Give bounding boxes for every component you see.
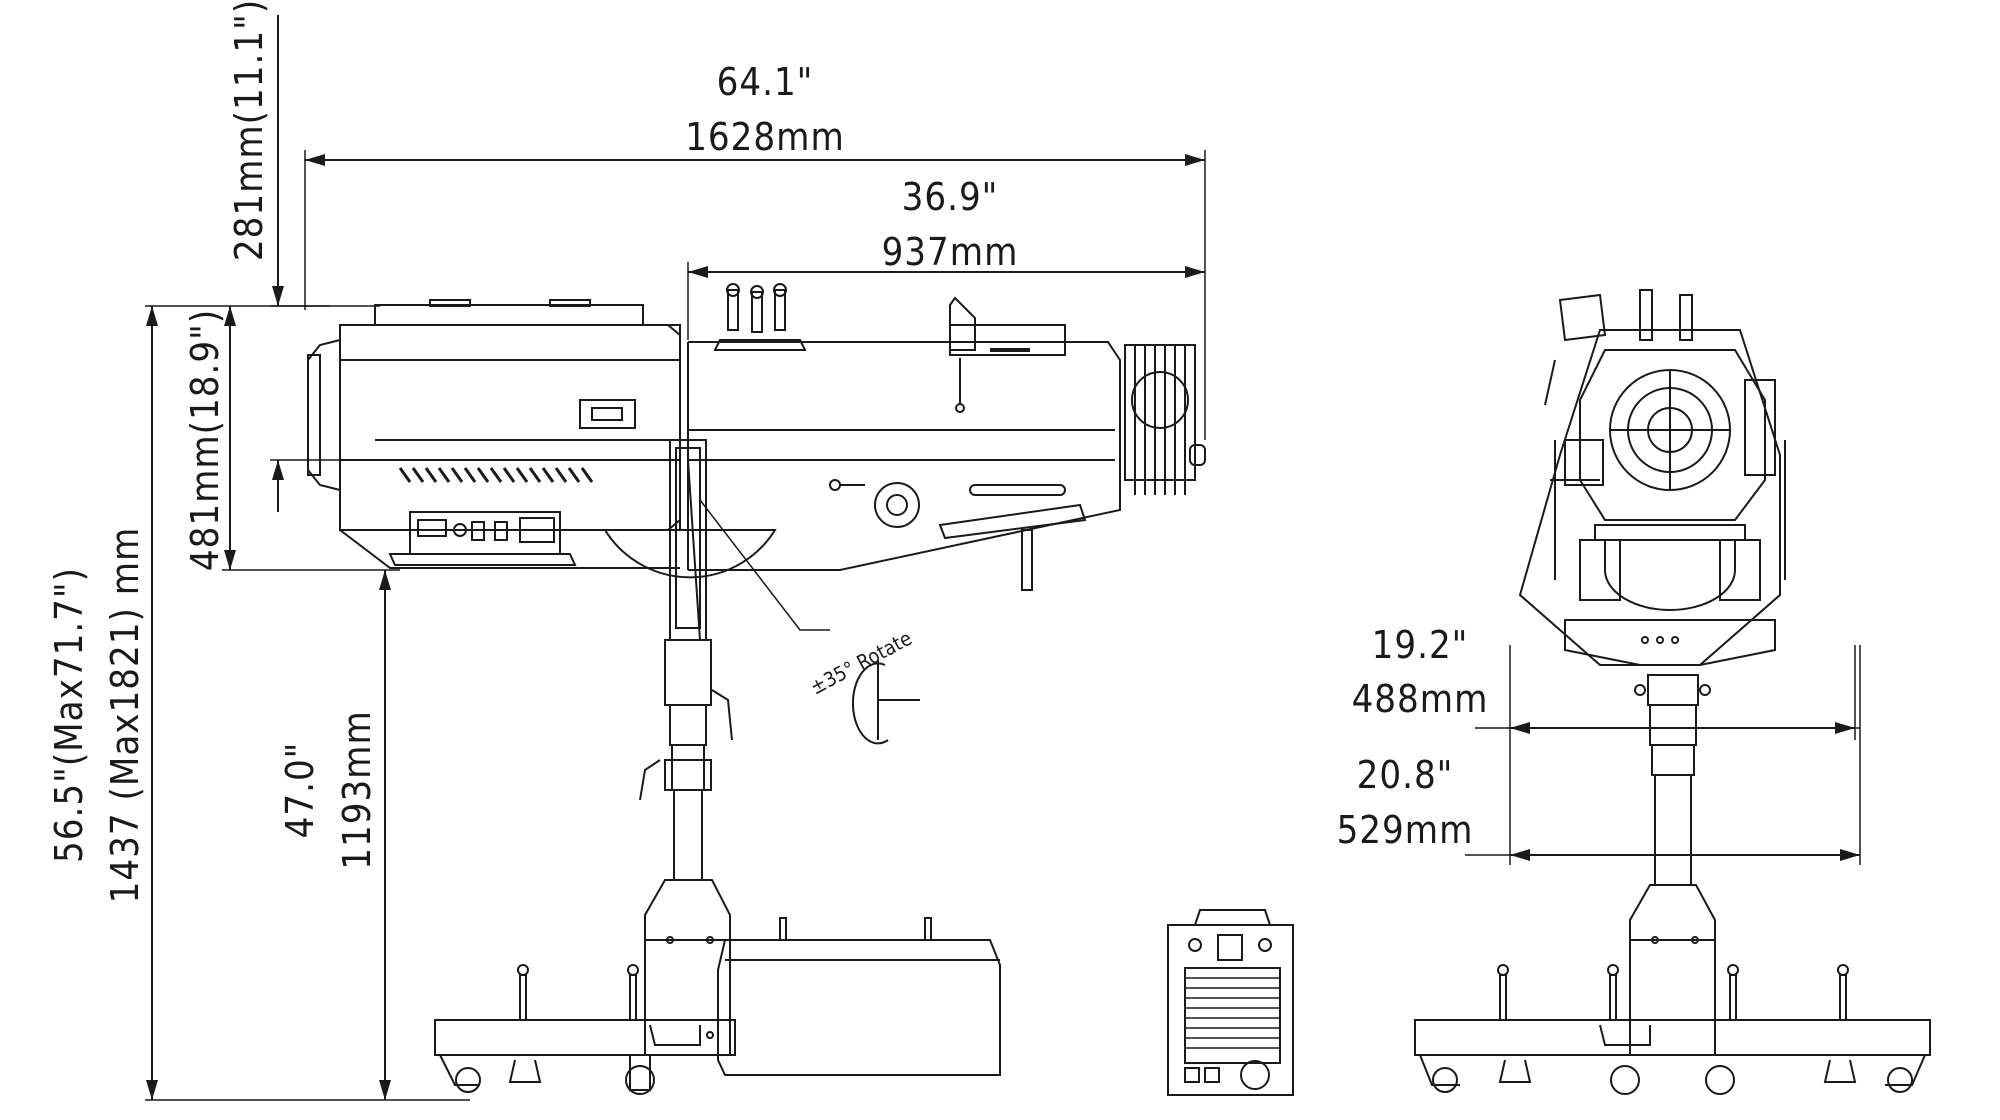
width-outer-inch: 20.8" (1357, 753, 1454, 797)
dimension-lines (145, 15, 1861, 1101)
width-inner-inch: 19.2" (1372, 623, 1469, 667)
front-length-mm: 937mm (882, 230, 1019, 274)
width-outer-mm: 529mm (1337, 808, 1474, 852)
rotate-label: ±35° Rotate (806, 626, 916, 700)
front-view-spotlight (1414, 289, 1931, 1095)
stand-height-mm: 1193mm (335, 710, 379, 870)
total-height-inch: 56.5"(Max71.7") (47, 567, 91, 863)
total-height-mm: 1437 (Max1821) mm (103, 527, 147, 904)
side-view-stand (434, 439, 1001, 1095)
overall-length-mm: 1628mm (685, 115, 845, 159)
ballast-unit (1167, 909, 1294, 1096)
top-offset-label: 281mm(11.1") (227, 0, 271, 261)
body-height-label: 481mm(18.9") (183, 309, 227, 571)
front-length-inch: 36.9" (902, 175, 999, 219)
width-inner-mm: 488mm (1352, 677, 1489, 721)
overall-length-inch: 64.1" (717, 60, 814, 104)
stand-height-inch: 47.0" (278, 742, 322, 839)
side-view-spotlight (307, 283, 1206, 591)
